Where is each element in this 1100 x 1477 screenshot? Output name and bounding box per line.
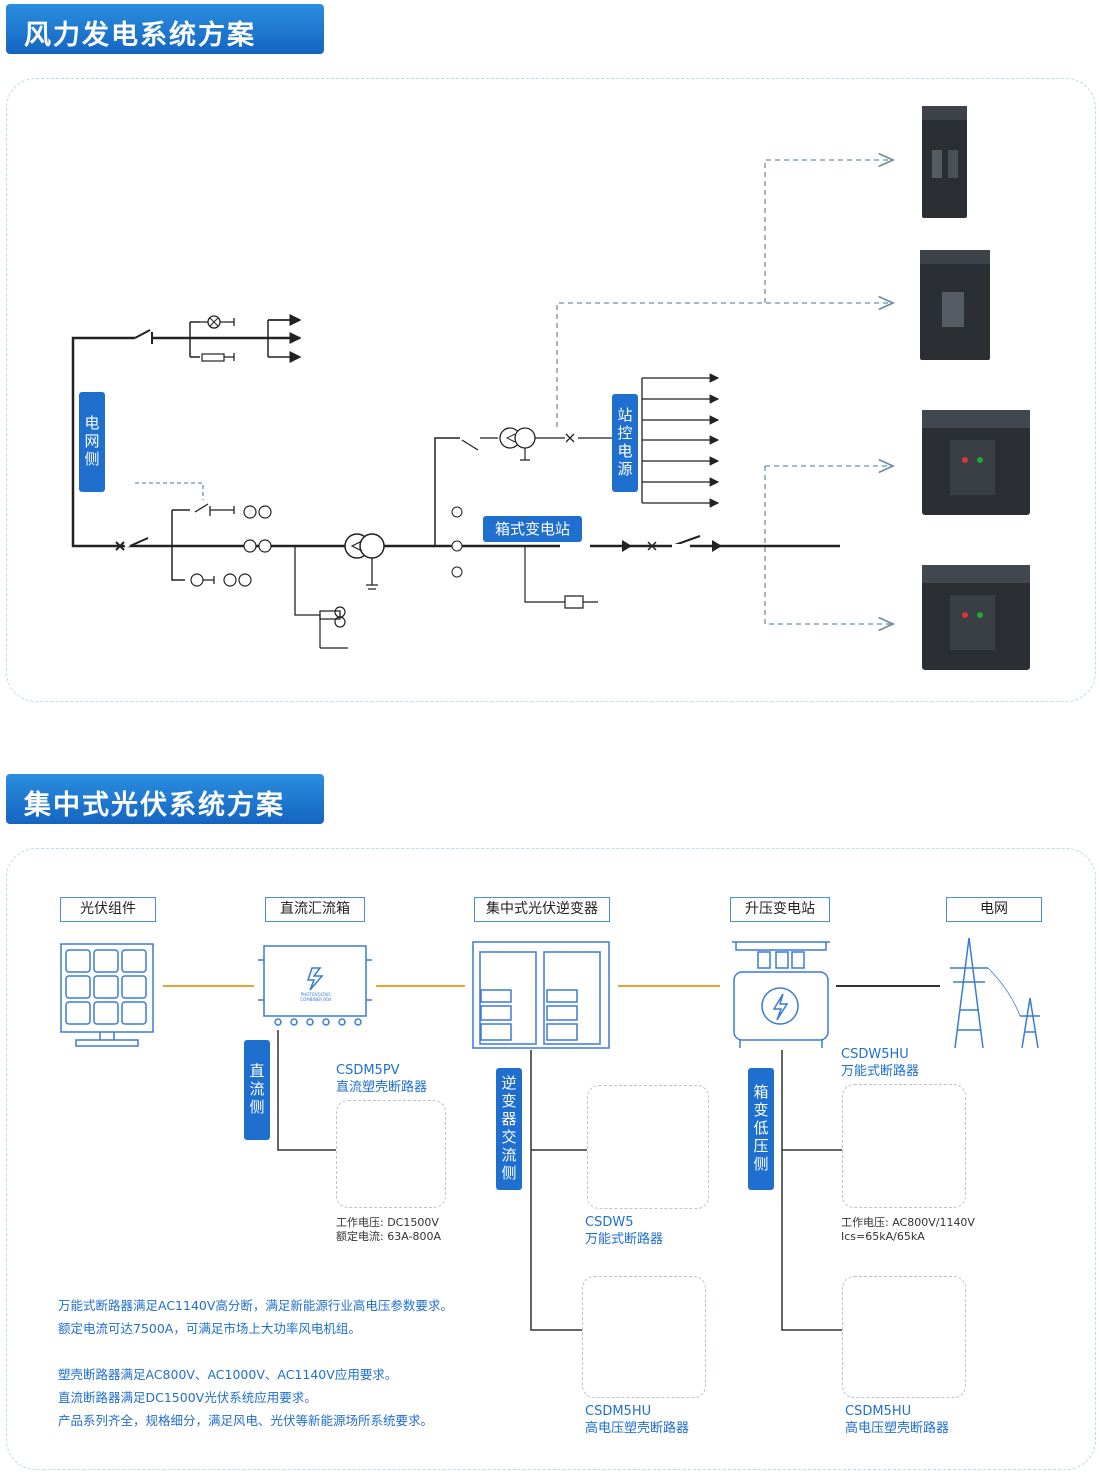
wind-product-acb-2	[922, 565, 1030, 670]
inverter-ac-side-label: 逆变器交流侧	[496, 1068, 522, 1190]
product-4-spec-voltage: 工作电压: AC800V/1140V	[841, 1216, 975, 1229]
stage-pv-module: 光伏组件	[60, 897, 156, 922]
product-5-model: CSDM5HU	[845, 1404, 912, 1419]
solar-panel-icon	[60, 943, 154, 1047]
stage-step-up-substation: 升压变电站	[730, 897, 830, 922]
stage-grid: 电网	[946, 897, 1042, 922]
wind-product-mccb-1	[922, 106, 967, 218]
product-4-spec-ics: Ics=65kA/65kA	[841, 1230, 925, 1243]
product-5-name: 高电压塑壳断路器	[845, 1421, 950, 1436]
wind-product-mccb-2	[920, 250, 990, 360]
note-line-1: 万能式断路器满足AC1140V高分断，满足新能源行业高电压参数要求。	[58, 1298, 453, 1313]
combiner-box-text: PHOTOVOLTAIC COMBINER BOX	[300, 992, 332, 1002]
product-frame-4	[842, 1084, 966, 1208]
note-line-3: 塑壳断路器满足AC800V、AC1000V、AC1140V应用要求。	[58, 1367, 398, 1382]
inverter-cabinet-icon	[472, 941, 610, 1049]
wind-product-acb-1	[922, 410, 1030, 515]
substation-icon	[732, 941, 830, 1048]
combiner-box-icon	[258, 945, 372, 1026]
product-3-name: 高电压塑壳断路器	[585, 1421, 690, 1436]
product-3-model: CSDM5HU	[585, 1404, 652, 1419]
product-4-model: CSDW5HU	[841, 1047, 909, 1062]
product-1-spec-current: 额定电流: 63A-800A	[336, 1230, 441, 1243]
dc-side-label: 直流侧	[244, 1040, 270, 1140]
wind-diagram	[71, 106, 1030, 670]
wind-panel	[6, 78, 1096, 702]
product-2-model: CSDW5	[585, 1215, 634, 1230]
box-substation-label: 箱式变电站	[483, 516, 583, 542]
stage-dc-combiner: 直流汇流箱	[265, 897, 365, 922]
product-frame-1	[336, 1100, 446, 1208]
grid-side-label: 电网侧	[79, 392, 105, 492]
product-frame-2	[587, 1085, 709, 1209]
product-frame-5	[842, 1276, 966, 1398]
note-line-2: 额定电流可达7500A，可满足市场上大功率风电机组。	[58, 1321, 361, 1336]
pv-section-title: 集中式光伏系统方案	[6, 774, 324, 824]
box-lv-side-label: 箱变低压侧	[748, 1068, 774, 1190]
pv-panel	[6, 848, 1096, 1470]
product-4-name: 万能式断路器	[841, 1064, 920, 1079]
product-1-spec-voltage: 工作电压: DC1500V	[336, 1216, 439, 1229]
power-tower-icon	[950, 937, 1040, 1049]
note-line-5: 产品系列齐全，规格细分，满足风电、光伏等新能源场所系统要求。	[58, 1413, 434, 1428]
product-2-name: 万能式断路器	[585, 1232, 664, 1247]
station-power-label: 站控电源	[612, 394, 638, 492]
wind-section-title: 风力发电系统方案	[6, 4, 324, 54]
note-line-4: 直流断路器满足DC1500V光伏系统应用要求。	[58, 1390, 317, 1405]
stage-inverter: 集中式光伏逆变器	[474, 897, 610, 922]
product-1-model: CSDM5PV	[336, 1063, 400, 1078]
product-frame-3	[582, 1276, 706, 1398]
product-1-name: 直流塑壳断路器	[336, 1080, 428, 1095]
